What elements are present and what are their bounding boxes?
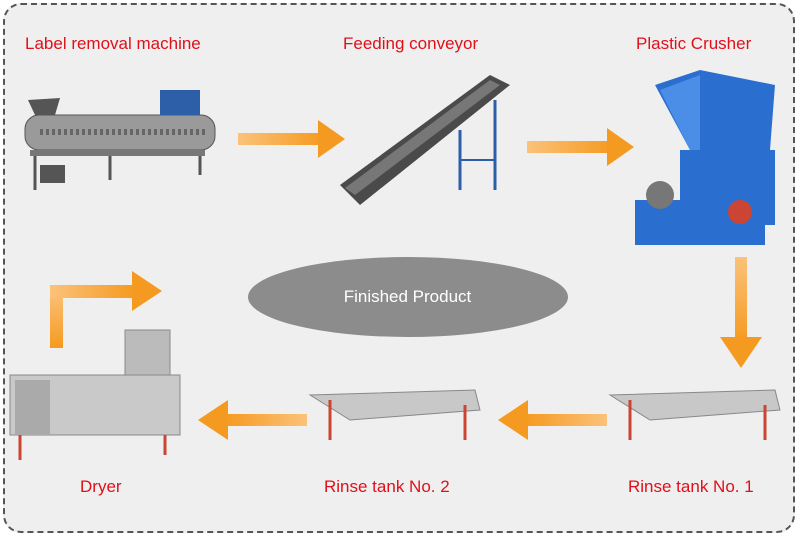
- finished-product-label: Finished Product: [343, 287, 472, 306]
- arrow-right-1: [238, 120, 345, 158]
- arrow-left-2: [198, 400, 307, 440]
- arrow-up-right: [50, 271, 162, 348]
- arrow-down: [720, 257, 762, 368]
- rinse-tank-1-label: Rinse tank No. 1: [628, 477, 754, 496]
- arrow-right-2: [527, 128, 634, 166]
- label-removal-machine-label: Label removal machine: [25, 34, 201, 53]
- plastic-crusher-image: [635, 70, 775, 245]
- plastic-crusher-label: Plastic Crusher: [636, 34, 752, 53]
- dryer-image: [9, 329, 181, 460]
- label-removal-machine-image: [24, 90, 216, 190]
- arrow-left-1: [498, 400, 607, 440]
- rinse-tank-2-label: Rinse tank No. 2: [324, 477, 450, 496]
- feeding-conveyor-label: Feeding conveyor: [343, 34, 479, 53]
- dryer-label: Dryer: [80, 477, 122, 496]
- finished-product-ellipse: [248, 257, 568, 337]
- rinse-tank-1-image: [608, 389, 781, 440]
- feeding-conveyor-image: [340, 75, 510, 205]
- rinse-tank-2-image: [308, 389, 481, 440]
